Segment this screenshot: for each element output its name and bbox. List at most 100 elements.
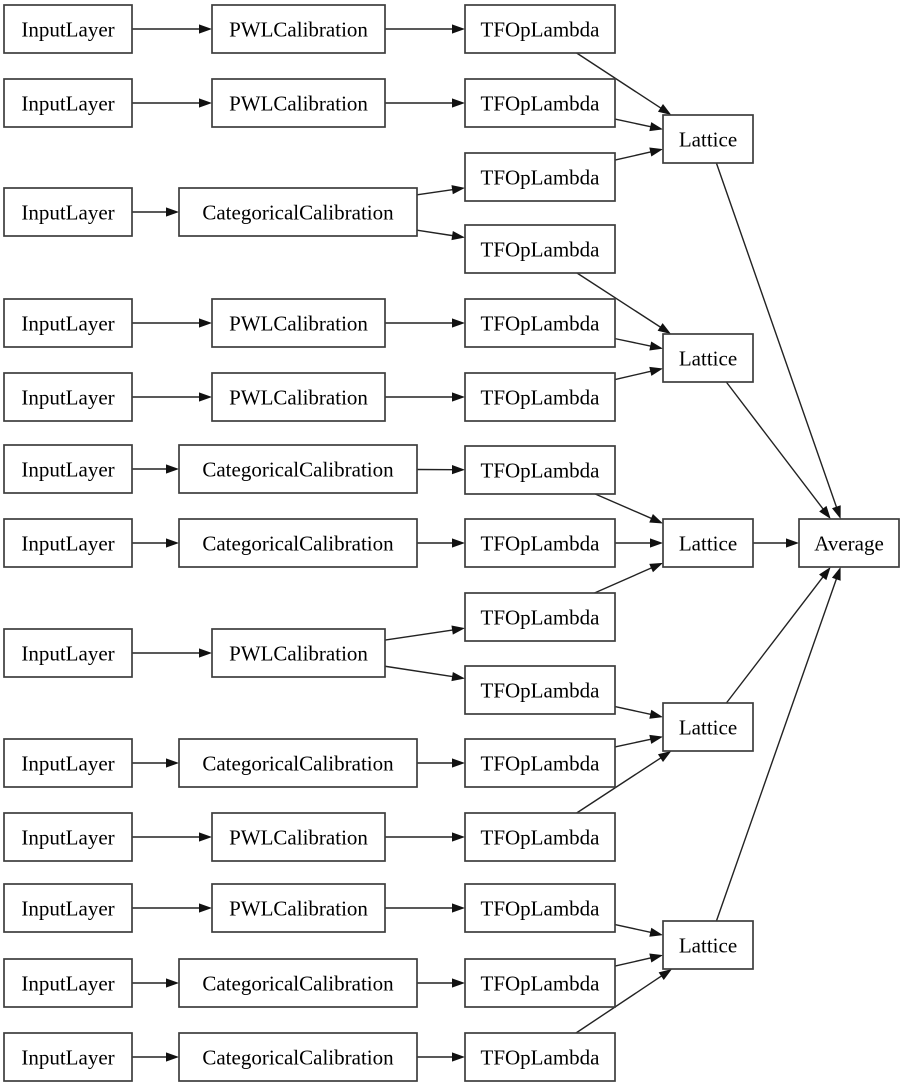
- pwlcalibration-label: PWLCalibration: [229, 642, 368, 666]
- inputlayer-label: InputLayer: [21, 92, 114, 116]
- edge-arrowhead: [649, 514, 663, 524]
- tfoplambda-label: TFOpLambda: [481, 1046, 601, 1070]
- pwlcalibration-box: [211, 4, 386, 54]
- inputlayer-label: InputLayer: [21, 386, 114, 410]
- inputlayer-box: [3, 187, 133, 237]
- edge-tfop-14-to-lattice-5: [614, 953, 663, 967]
- edge-line: [594, 493, 654, 520]
- categoricalcalibration-box: [178, 444, 418, 494]
- node-input-10: InputLayer: [3, 812, 133, 862]
- edge-tfop-11-to-lattice-4: [614, 734, 663, 748]
- node-input-1: InputLayer: [3, 4, 133, 54]
- lattice-label: Lattice: [679, 934, 737, 958]
- edge-arrowhead: [199, 392, 212, 402]
- edge-line: [575, 974, 664, 1034]
- pwlcalibration-label: PWLCalibration: [229, 386, 368, 410]
- edge-line: [725, 381, 825, 511]
- edges-layer: [132, 24, 841, 1062]
- node-input-11: InputLayer: [3, 883, 133, 933]
- tfoplambda-label: TFOpLambda: [481, 312, 601, 336]
- categoricalcalibration-label: CategoricalCalibration: [202, 458, 394, 482]
- inputlayer-box: [3, 4, 133, 54]
- node-cat-7: CategoricalCalibration: [178, 518, 418, 568]
- node-input-7: InputLayer: [3, 518, 133, 568]
- tfoplambda-label: TFOpLambda: [481, 166, 601, 190]
- categoricalcalibration-label: CategoricalCalibration: [202, 532, 394, 556]
- node-tfop-14: TFOpLambda: [464, 958, 616, 1008]
- inputlayer-label: InputLayer: [21, 972, 114, 996]
- edge-tfop-6-to-lattice-2: [614, 366, 663, 381]
- edge-pwl-8-to-tfop-10: [384, 665, 465, 682]
- edge-arrowhead: [649, 734, 663, 744]
- edge-pwl-8-to-tfop-9: [384, 625, 465, 641]
- edge-arrowhead: [166, 978, 179, 988]
- edge-cat-12-to-tfop-14: [417, 978, 465, 988]
- inputlayer-label: InputLayer: [21, 18, 114, 42]
- tfoplambda-box: [464, 78, 616, 128]
- edge-tfop-9-to-lattice-3: [594, 562, 663, 594]
- node-tfop-9: TFOpLambda: [464, 592, 616, 642]
- node-pwl-10: PWLCalibration: [211, 812, 386, 862]
- tfoplambda-label: TFOpLambda: [481, 18, 601, 42]
- edge-tfop-8-to-lattice-3: [615, 538, 663, 548]
- inputlayer-label: InputLayer: [21, 532, 114, 556]
- edge-tfop-12-to-lattice-4: [576, 751, 672, 814]
- pwlcalibration-box: [211, 298, 386, 348]
- edge-arrowhead: [451, 671, 465, 682]
- edge-lattice-3-to-average: [753, 538, 799, 548]
- edge-arrowhead: [649, 341, 663, 351]
- edge-lattice-4-to-average: [725, 567, 831, 704]
- node-lattice-1: Lattice: [662, 114, 754, 164]
- edge-cat-13-to-tfop-15: [417, 1052, 465, 1062]
- inputlayer-label: InputLayer: [21, 826, 114, 850]
- edge-arrowhead: [451, 185, 465, 195]
- edge-pwl-4-to-tfop-5: [385, 318, 465, 328]
- categoricalcalibration-label: CategoricalCalibration: [202, 201, 394, 225]
- lattice-box: [662, 518, 754, 568]
- pwlcalibration-box: [211, 628, 386, 678]
- edge-line: [614, 337, 653, 348]
- tfoplambda-label: TFOpLambda: [481, 972, 601, 996]
- tfoplambda-box: [464, 812, 616, 862]
- edge-line: [576, 272, 663, 329]
- edge-line: [614, 923, 653, 934]
- edge-line: [576, 756, 663, 814]
- edge-lattice-5-to-average: [715, 567, 841, 922]
- edge-cat-3-to-tfop-4: [416, 229, 465, 241]
- edge-arrowhead: [166, 464, 179, 474]
- nodes-layer: InputLayerInputLayerInputLayerInputLayer…: [3, 4, 900, 1082]
- edge-arrowhead: [452, 98, 465, 108]
- edge-arrowhead: [166, 758, 179, 768]
- edge-arrowhead: [786, 538, 799, 548]
- edge-line: [576, 52, 663, 110]
- edge-input-10-to-pwl-10: [132, 832, 212, 842]
- node-tfop-4: TFOpLambda: [464, 224, 616, 274]
- node-pwl-2: PWLCalibration: [211, 78, 386, 128]
- average-box: [798, 518, 900, 568]
- node-input-8: InputLayer: [3, 628, 133, 678]
- edge-line: [416, 229, 455, 237]
- average-label: Average: [814, 532, 884, 556]
- node-cat-13: CategoricalCalibration: [178, 1032, 418, 1082]
- edge-input-6-to-cat-6: [132, 464, 179, 474]
- edge-tfop-5-to-lattice-2: [614, 337, 663, 351]
- node-pwl-5: PWLCalibration: [211, 372, 386, 422]
- inputlayer-box: [3, 518, 133, 568]
- tfoplambda-box: [464, 592, 616, 642]
- inputlayer-label: InputLayer: [21, 1046, 114, 1070]
- edge-line: [715, 577, 838, 922]
- edge-pwl-10-to-tfop-12: [385, 832, 465, 842]
- edge-arrowhead: [649, 147, 663, 157]
- edge-arrowhead: [649, 709, 663, 719]
- edge-arrowhead: [657, 323, 672, 334]
- edge-line: [614, 150, 653, 161]
- edge-arrowhead: [650, 538, 663, 548]
- edge-arrowhead: [649, 927, 663, 937]
- edge-tfop-1-to-lattice-1: [576, 52, 672, 115]
- edge-line: [416, 188, 455, 196]
- node-cat-6: CategoricalCalibration: [178, 444, 418, 494]
- tfoplambda-label: TFOpLambda: [481, 238, 601, 262]
- edge-arrowhead: [199, 648, 212, 658]
- node-input-13: InputLayer: [3, 1032, 133, 1082]
